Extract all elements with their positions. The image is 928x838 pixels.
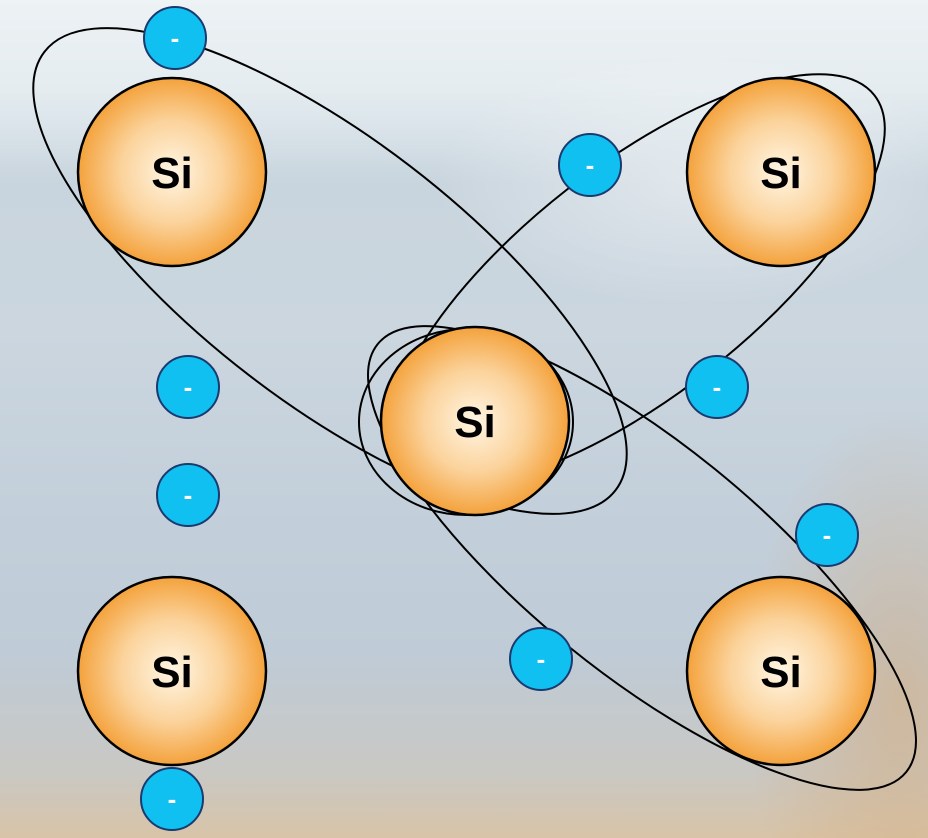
electron-label: - [586,150,595,180]
electron: - [685,355,749,419]
atom-top-right: Si [685,76,877,268]
atom-label: Si [760,648,802,697]
electron: - [143,6,207,70]
electron-label: - [537,644,546,674]
electron-label: - [184,372,193,402]
atom-label: Si [151,149,193,198]
electron: - [140,767,204,831]
electron-label: - [184,480,193,510]
electron: - [509,627,573,691]
electron-label: - [168,784,177,814]
electron-label: - [171,23,180,53]
atom-label: Si [151,648,193,697]
electron: - [558,133,622,197]
atom-label: Si [454,398,496,447]
electron: - [156,355,220,419]
atom-bottom-left: Si [76,575,268,767]
atom-bottom-right: Si [685,575,877,767]
electron: - [795,503,859,567]
atom-center: Si [379,325,571,517]
electron: - [156,463,220,527]
electron-label: - [713,372,722,402]
atom-top-left: Si [76,76,268,268]
electron-label: - [823,520,832,550]
atom-label: Si [760,149,802,198]
orbit-top-left [32,27,628,515]
